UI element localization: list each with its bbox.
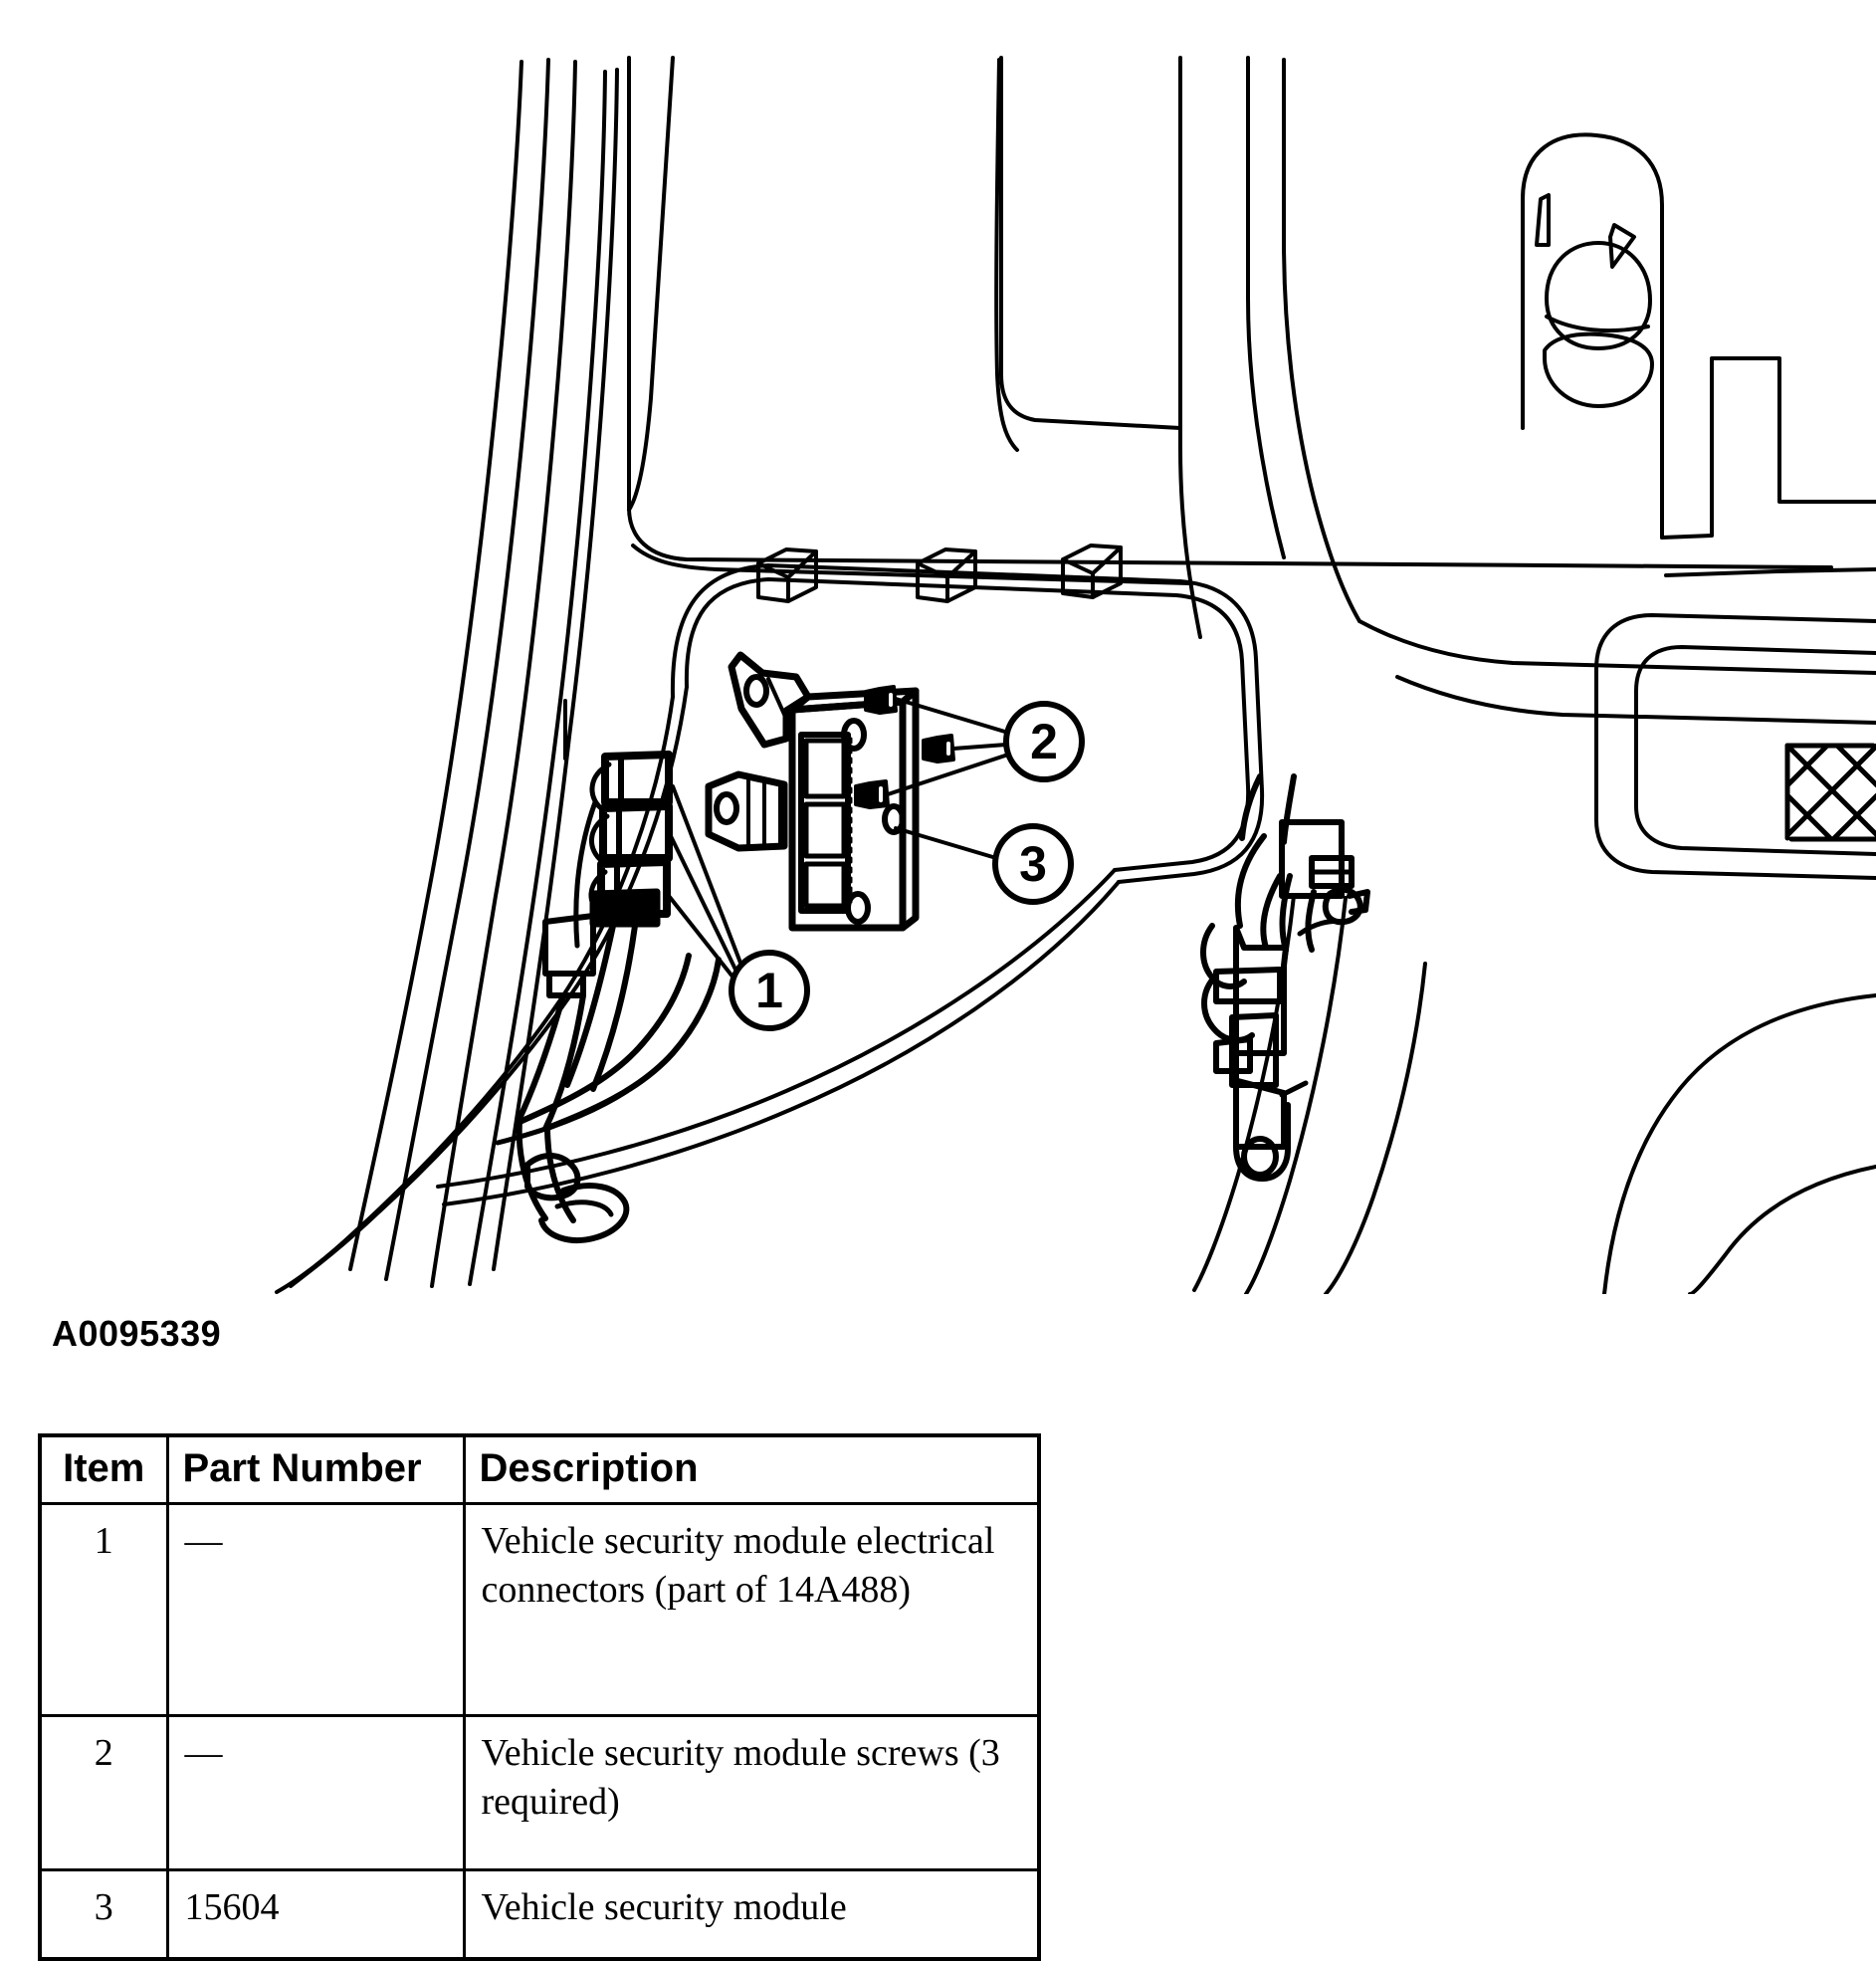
cell-description: Vehicle security module [462,1867,1041,1961]
column-header-item: Item [38,1433,169,1505]
cell-part-number: — [165,1713,466,1871]
lower-center-dome [436,868,1121,1206]
window-frame-rail [631,544,1191,585]
module-mounting-bracket-left [705,770,788,852]
table-header-row: Item Part Number Description [38,1433,1041,1505]
callout-label-3: 3 [1019,836,1047,892]
lower-body-contour [275,685,689,1294]
callout-label-2: 2 [1030,714,1058,769]
cell-description: Vehicle security module screws (3 requir… [462,1713,1041,1871]
screw-middle [922,734,955,763]
callout-bubbles: 1 2 3 [729,701,1085,1031]
right-wiring-harness [1200,773,1370,1182]
upper-right-trim-step [1660,356,1876,577]
table-row: 3 15604 Vehicle security module [38,1867,1041,1961]
callout-bubble-3: 3 [992,823,1074,905]
parts-table: Item Part Number Description 1 — Vehicle… [38,1433,1041,1961]
module-mounting-screws [854,685,955,809]
cell-item: 2 [38,1713,169,1871]
parts-table-container: Item Part Number Description 1 — Vehicle… [38,1433,1041,1961]
instrument-panel-side-cover [670,563,1265,884]
screw-top [864,685,898,715]
column-header-part-number: Part Number [165,1433,466,1505]
screw-lower [854,779,890,809]
cell-description: Vehicle security module electrical conne… [462,1501,1041,1717]
speaker-grille [1784,743,1876,842]
figure-id-label: A0095339 [52,1313,222,1354]
vehicle-security-module-illustration: 1 2 3 [0,0,1876,1294]
cell-part-number: — [165,1501,466,1717]
cell-part-number: 15604 [165,1867,466,1961]
callout-bubble-2: 2 [1003,701,1085,782]
callout-leader-lines [667,697,1010,983]
seatbelt-height-adjuster [1521,132,1664,540]
b-pillar-trim [1178,56,1361,639]
cell-item: 1 [38,1501,169,1717]
window-opening [627,56,1833,569]
window-frame-retainer-tabs [756,544,1123,603]
module-mounting-bracket-upper [728,651,812,749]
wire-harness-left [495,699,722,1243]
diagram-area: 1 2 3 [0,0,1876,1294]
upper-trim-sweep [627,56,1019,512]
callout-label-1: 1 [755,963,783,1018]
column-header-description: Description [462,1433,1041,1505]
table-row: 1 — Vehicle security module electrical c… [38,1501,1041,1717]
diagram-background [0,0,1876,1294]
a-pillar-trim-lines [348,58,619,1288]
callout-bubble-1: 1 [729,950,810,1031]
table-row: 2 — Vehicle security module screws (3 re… [38,1713,1041,1871]
cell-item: 3 [38,1867,169,1961]
right-door-trim [1357,613,1876,880]
